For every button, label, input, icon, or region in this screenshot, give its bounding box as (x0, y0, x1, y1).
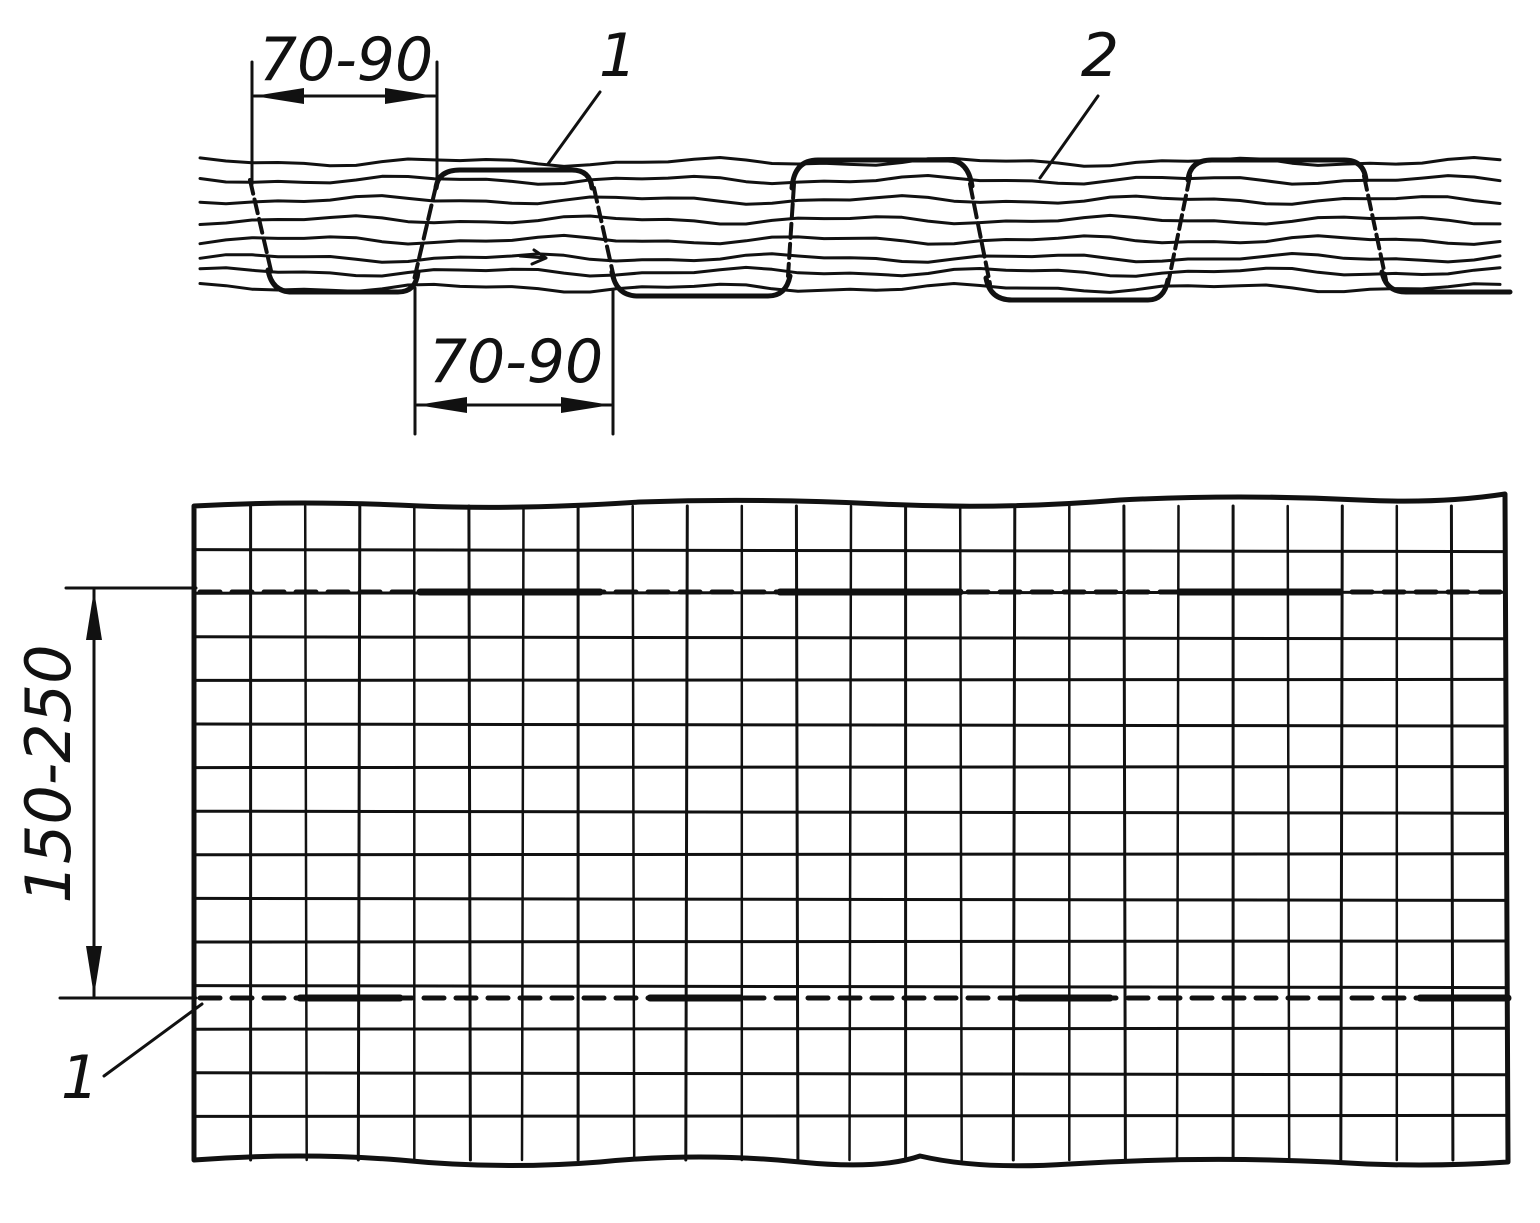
stitch-bottom-loop (265, 267, 421, 295)
stitch-top-loop (1185, 157, 1369, 183)
mesh-grid-line-vertical (520, 504, 525, 1162)
mat-layer-line (198, 233, 1502, 246)
mesh-grid-line-vertical (1339, 504, 1344, 1162)
leader-line (1038, 94, 1100, 180)
mesh-grid-line-horizontal (194, 1026, 1508, 1031)
stitch-bottom-loop (1379, 269, 1513, 295)
arrowhead (254, 88, 304, 104)
callout-stitch-top: 1 (546, 21, 637, 166)
mesh-grid-line-vertical (1122, 504, 1127, 1162)
mesh-grid-line-horizontal (194, 765, 1508, 770)
stitch-pierce (968, 182, 992, 286)
dimension-lower: 70-90 (413, 286, 615, 436)
mesh-grid-line-vertical (848, 504, 853, 1162)
stitch-pierce (592, 186, 616, 280)
dimension-vertical: 150-250 (12, 586, 198, 1000)
dimension-upper: 70-90 (250, 25, 439, 188)
mesh-grid-line-vertical (958, 504, 963, 1162)
mat-layers (198, 156, 1502, 294)
dimension-label: 70-90 (259, 25, 433, 95)
callout-mat: 2 (1038, 21, 1119, 180)
stitch-bottom-loop (983, 275, 1171, 303)
stitch-pierce (412, 184, 438, 282)
dimension-label: 70-90 (429, 327, 603, 397)
mesh-grid-line-vertical (467, 504, 472, 1162)
callout-label: 2 (1081, 21, 1119, 91)
mat-layer-line (198, 194, 1502, 206)
mesh-grid-line-horizontal (194, 852, 1508, 857)
arrowhead (86, 946, 102, 996)
mesh-grid-line-vertical (684, 504, 689, 1162)
mesh-grid (194, 504, 1508, 1162)
mat-layer-line (198, 174, 1502, 186)
mat-layer-line (198, 252, 1502, 264)
stitch-thread (248, 157, 1513, 303)
leader-line (102, 1002, 204, 1078)
stitch-top-loop (433, 167, 595, 191)
mesh-grid-line-vertical (1286, 504, 1291, 1162)
stitch-pierce (248, 178, 274, 277)
mesh-grid-line-vertical (1011, 504, 1017, 1162)
mesh-grid-line-horizontal (194, 1113, 1508, 1118)
mesh-grid-line-vertical (303, 504, 308, 1162)
mesh-grid-line-horizontal (194, 896, 1508, 902)
mesh-grid-line-vertical (356, 504, 362, 1162)
mesh-grid-line-vertical (631, 504, 636, 1162)
mesh-grid-line-horizontal (194, 809, 1508, 815)
arrowhead (561, 397, 611, 413)
mesh-grid-line-horizontal (194, 677, 1508, 682)
mesh-grid-line-horizontal (194, 635, 1508, 641)
mesh-outline (191, 491, 1511, 1169)
stitch-bottom-loop (609, 269, 793, 299)
callout-label: 1 (599, 21, 637, 91)
arrowhead (86, 590, 102, 640)
mesh-grid-line-horizontal (194, 722, 1508, 728)
mesh-grid-line-vertical (1175, 504, 1180, 1162)
arrowhead (385, 88, 435, 104)
dimension-label: 150-250 (12, 644, 85, 903)
stitch-pierce (1362, 174, 1388, 282)
stitch-top-loop (789, 157, 975, 191)
stitch-pierce (786, 182, 796, 278)
mesh-grid-line-vertical (794, 504, 800, 1162)
mesh-grid-line-horizontal (194, 548, 1508, 554)
mesh-grid-line-vertical (1449, 504, 1455, 1162)
leader-line (546, 90, 602, 166)
callout-stitch-bottom: 1 (61, 1002, 204, 1113)
callout-label: 1 (61, 1043, 99, 1113)
mesh-grid-line-horizontal (194, 984, 1508, 990)
mat-layer-line (198, 265, 1502, 278)
section-view: 70-90 70-90 1 2 (198, 21, 1513, 436)
mesh-grid-line-horizontal (194, 939, 1508, 944)
arrowhead (417, 397, 467, 413)
mat-layer-line (198, 213, 1502, 226)
stitch-pierce-arrow (518, 248, 548, 266)
mesh-grid-line-horizontal (194, 1071, 1508, 1077)
stitch-pierce (1166, 174, 1192, 286)
plan-view: 150-250 1 (12, 491, 1512, 1169)
